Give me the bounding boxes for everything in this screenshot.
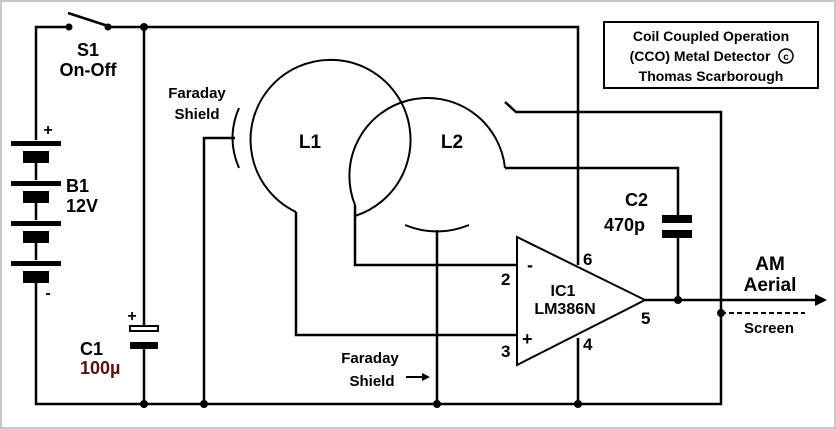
shield-labels: Faraday Shield Faraday Shield [168, 85, 430, 390]
shield-top-line2: Shield [174, 106, 219, 123]
c2-value: 470p [604, 215, 645, 235]
ic-pin5: 5 [641, 309, 650, 328]
title-line-3: Thomas Scarborough [639, 68, 784, 84]
c1-plus: + [127, 308, 136, 325]
faraday-shield-bottom [404, 224, 470, 233]
battery-b1: + - B1 12V [11, 122, 98, 302]
opamp-ic1: - + IC1 LM386N 2 3 4 5 6 [501, 235, 650, 367]
capacitor-c1: + C1 100µ [80, 308, 159, 378]
shield-bottom-line1: Faraday [341, 350, 399, 367]
switch-label: On-Off [60, 60, 118, 80]
title-line-2: (CCO) Metal Detector [630, 48, 771, 64]
switch-s1: S1 On-Off [60, 11, 118, 80]
faraday-shield-top [231, 107, 240, 169]
c1-ref: C1 [80, 339, 103, 359]
wires [34, 25, 827, 406]
output-aerial: AM Aerial Screen [744, 254, 797, 337]
ic-pin6: 6 [583, 250, 592, 269]
battery-plus: + [43, 122, 52, 139]
title-block: Coil Coupled Operation (CCO) Metal Detec… [603, 21, 819, 89]
ic-pin3: 3 [501, 342, 510, 361]
coil-l1-label: L1 [299, 132, 322, 153]
aerial-line1: AM [755, 254, 785, 275]
aerial-line2: Aerial [744, 275, 797, 296]
battery-minus: - [45, 285, 50, 302]
shield-top-line1: Faraday [168, 85, 226, 102]
coil-l2-label: L2 [441, 132, 463, 153]
title-line-1: Coil Coupled Operation [633, 28, 789, 44]
coil-l2 [348, 97, 506, 206]
coil-l1 [249, 58, 412, 217]
ic-pin2: 2 [501, 270, 510, 289]
capacitor-c2: C2 470p [604, 190, 692, 238]
switch-ref: S1 [77, 40, 99, 60]
battery-value: 12V [66, 196, 98, 216]
c2-ref: C2 [625, 190, 648, 210]
ic-ref: IC1 [551, 283, 576, 300]
shield-bottom-line2: Shield [349, 373, 394, 390]
ic-pin4: 4 [583, 335, 593, 354]
copyright-symbol: c [783, 52, 789, 63]
c1-value: 100µ [80, 358, 120, 378]
coils: L1 L2 [231, 58, 506, 233]
ic-noninv-sign: + [522, 329, 533, 349]
ic-part: LM386N [534, 301, 595, 318]
battery-ref: B1 [66, 176, 89, 196]
ic-inv-sign: - [527, 255, 533, 275]
junction-dots [140, 23, 725, 408]
copyright-icon [778, 48, 794, 64]
screen-label: Screen [744, 320, 794, 337]
